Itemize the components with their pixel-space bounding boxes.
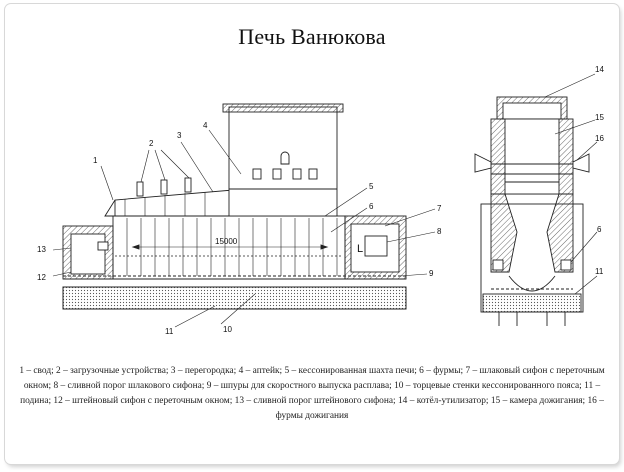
section-letter: L (357, 243, 363, 255)
callout-5: 5 (369, 182, 374, 191)
callout-6: 6 (369, 202, 374, 211)
callout-2: 2 (149, 139, 154, 148)
furnace-drawing: 15000 L 1 2 3 4 5 6 7 8 9 10 11 12 13 14… (37, 65, 604, 336)
longitudinal-section (62, 103, 407, 310)
callout-6-right: 6 (597, 225, 602, 234)
furnace-shaft (112, 215, 346, 280)
callout-9: 9 (429, 269, 434, 278)
leader-lines-left (52, 129, 436, 328)
callout-12: 12 (37, 273, 46, 282)
legend-caption: 1 – свод; 2 – загрузочные устройства; 3 … (19, 366, 605, 421)
callout-11: 11 (165, 327, 174, 336)
uptake (228, 106, 338, 217)
callout-11-right: 11 (595, 267, 604, 276)
callout-8: 8 (437, 227, 442, 236)
hearth-base (62, 286, 407, 310)
callout-10: 10 (223, 325, 232, 334)
slide: Печь Ванюкова (5, 4, 619, 464)
roof (104, 189, 234, 217)
slide-title: Печь Ванюкова (238, 24, 386, 49)
callout-3: 3 (177, 131, 182, 140)
callout-14: 14 (595, 65, 604, 74)
dimension-label: 15000 (215, 237, 238, 246)
cross-section (474, 96, 590, 326)
callout-15: 15 (595, 113, 604, 122)
callout-7: 7 (437, 204, 442, 213)
callout-16: 16 (595, 134, 604, 143)
callout-1: 1 (93, 156, 98, 165)
callout-4: 4 (203, 121, 208, 130)
leader-lines-right (544, 73, 598, 295)
callout-13: 13 (37, 245, 46, 254)
